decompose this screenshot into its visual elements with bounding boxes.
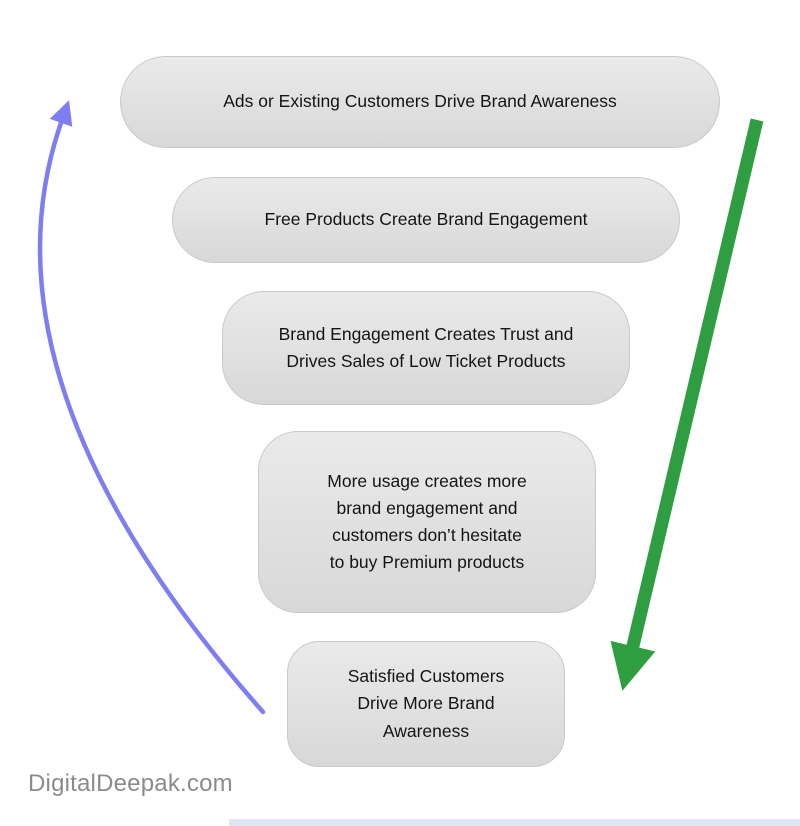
funnel-step-satisfied-customers: Satisfied Customers Drive More Brand Awa… (287, 641, 565, 767)
funnel-step-premium: More usage creates more brand engagement… (258, 431, 596, 613)
bottom-strip (229, 819, 800, 826)
funnel-step-engagement: Free Products Create Brand Engagement (172, 177, 680, 263)
watermark-text: DigitalDeepak.com (28, 770, 233, 797)
funnel-step-trust-low-ticket: Brand Engagement Creates Trust and Drive… (222, 291, 630, 405)
funnel-step-awareness: Ads or Existing Customers Drive Brand Aw… (120, 56, 720, 148)
